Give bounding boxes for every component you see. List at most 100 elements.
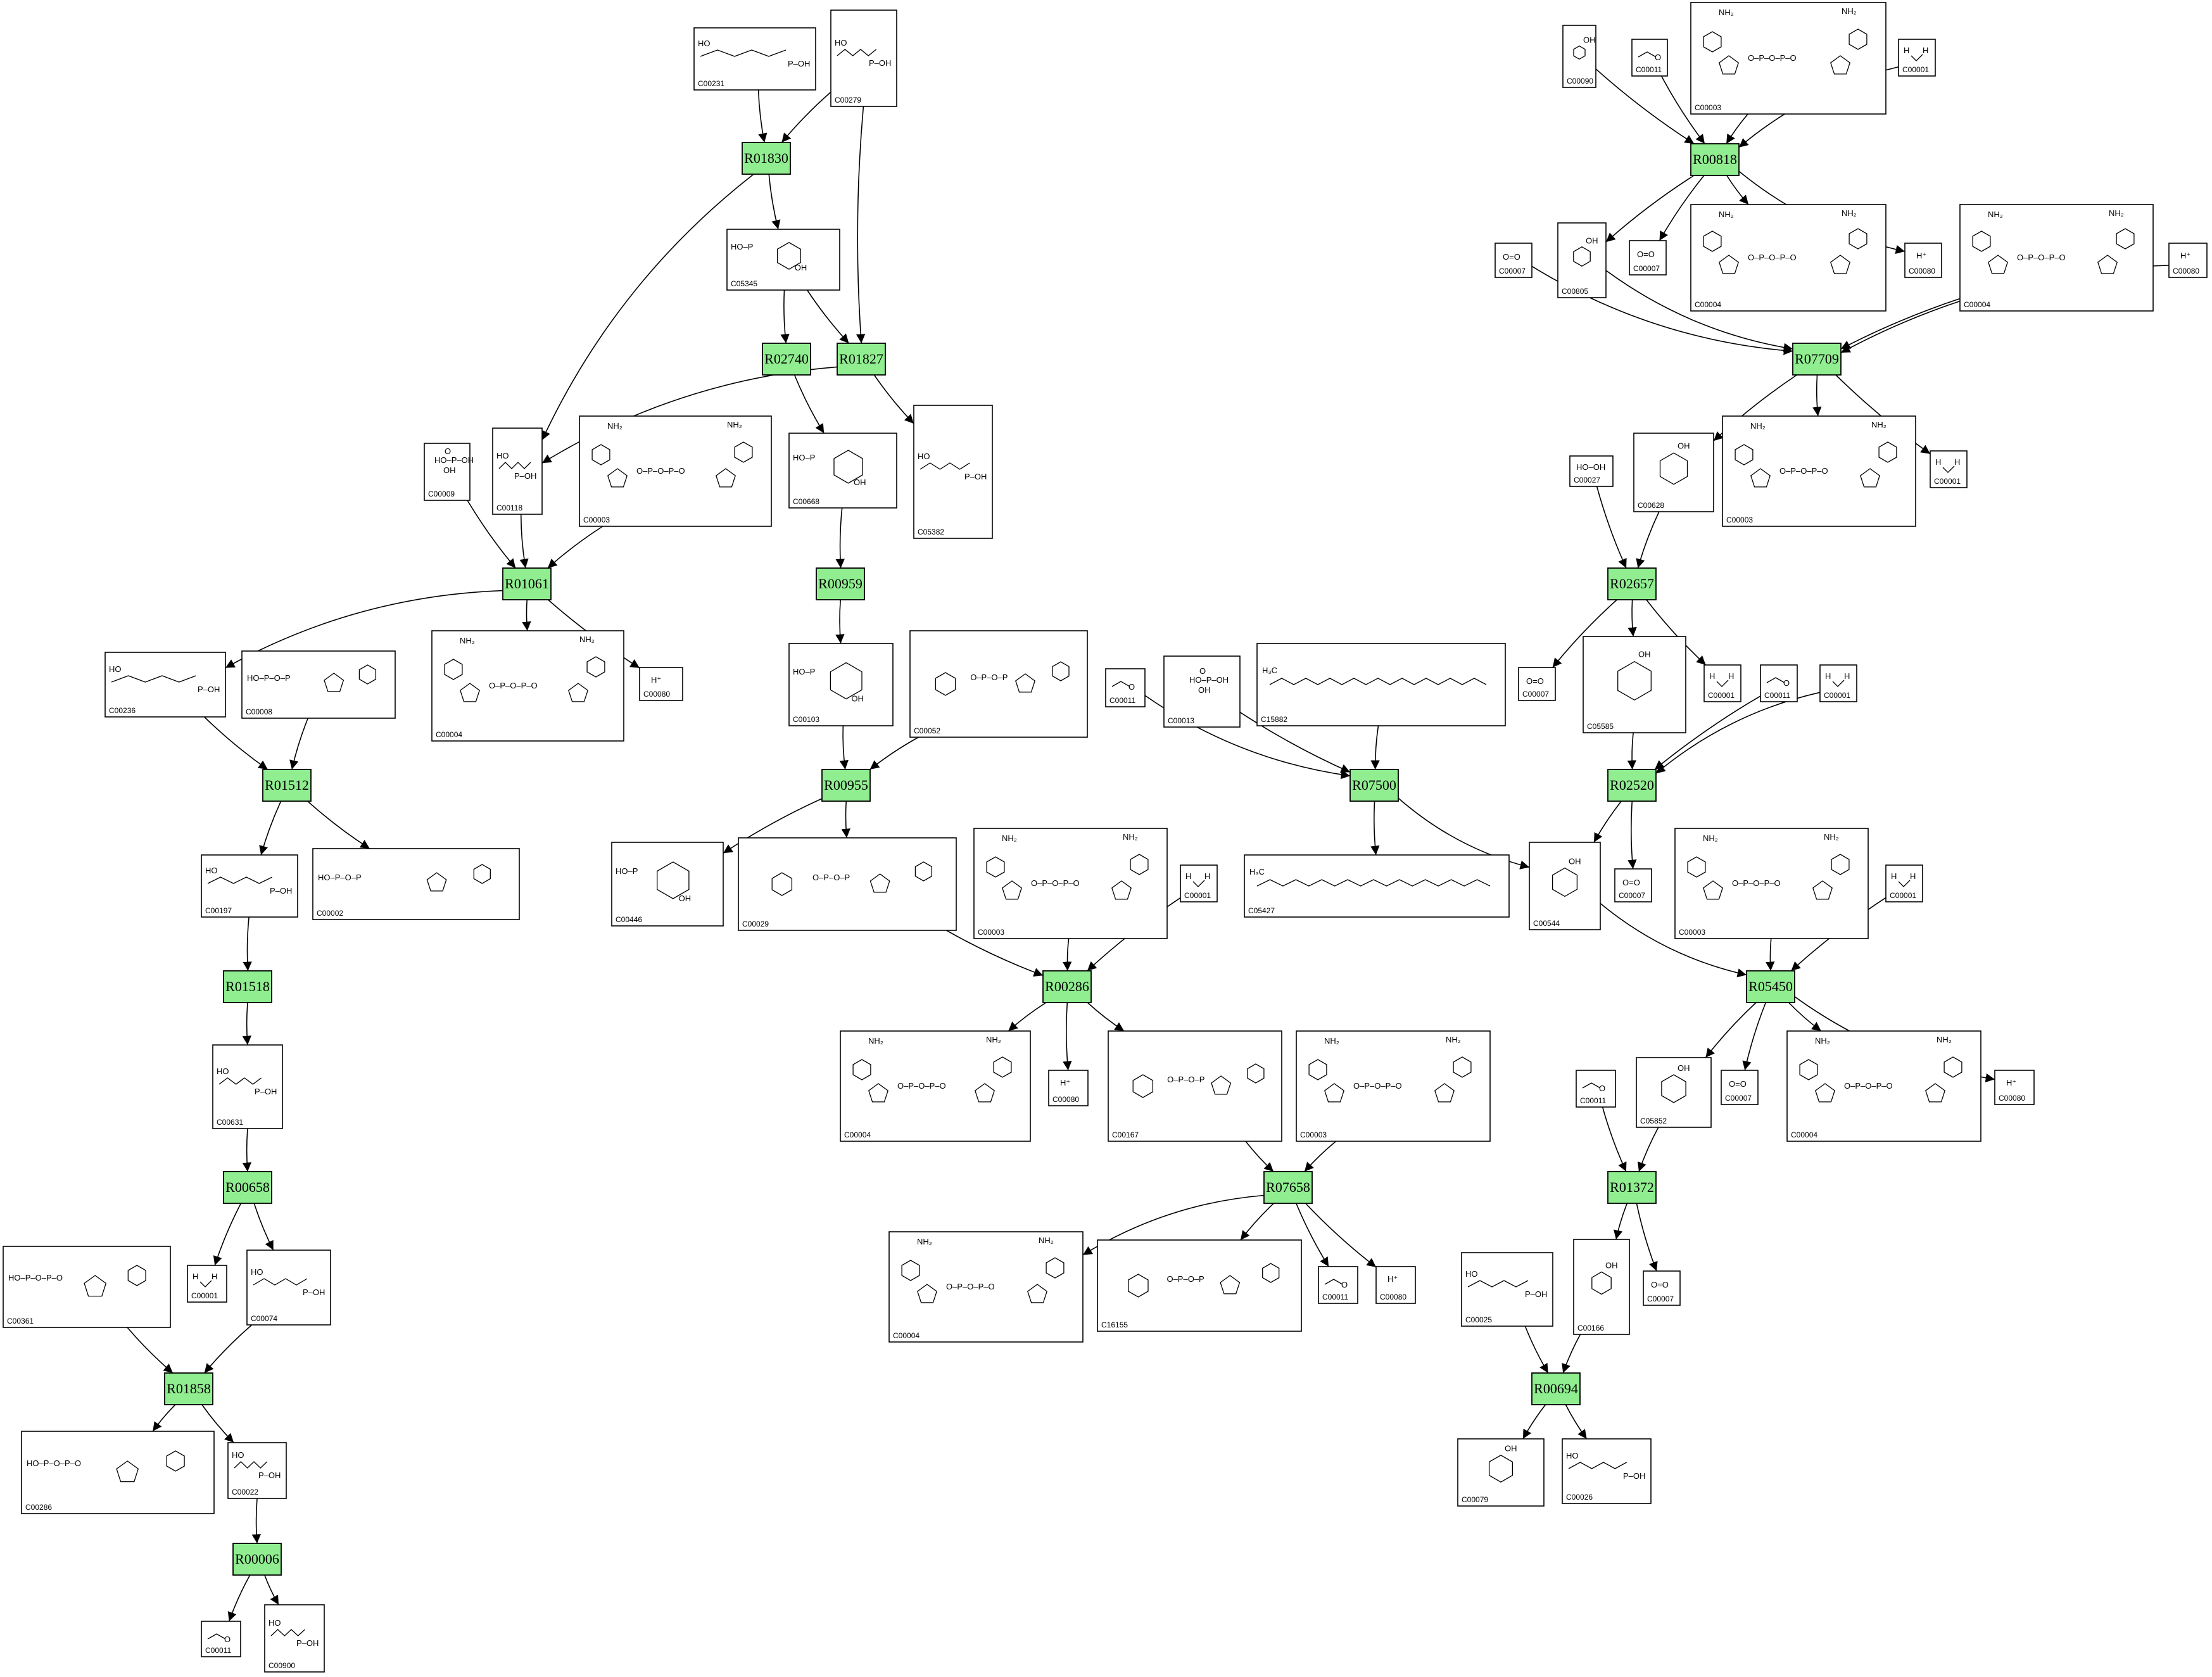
reaction-box[interactable] [164,1372,213,1405]
reaction-box[interactable] [262,769,312,802]
reaction-node-r02657[interactable]: R02657 [1607,567,1657,600]
reaction-node-r00955[interactable]: R00955 [821,769,871,802]
reaction-box[interactable] [821,769,871,802]
reaction-node-r00959[interactable]: R00959 [816,567,865,600]
reaction-node-r02740[interactable]: R02740 [762,343,811,376]
reaction-box[interactable] [1792,343,1842,376]
reaction-node-r05450[interactable]: R05450 [1746,970,1795,1003]
compound-node-c00080[interactable]: H⁺C00080 [1904,243,1942,278]
reaction-node-r07709[interactable]: R07709 [1792,343,1842,376]
reaction-box[interactable] [1690,143,1740,176]
reaction-box[interactable] [1607,769,1657,802]
compound-node-c00080[interactable]: H⁺C00080 [1994,1070,2035,1105]
reaction-node-r01518[interactable]: R01518 [223,970,272,1003]
compound-node-c00080[interactable]: H⁺C00080 [2168,243,2208,278]
reaction-box[interactable] [232,1543,282,1576]
reaction-box[interactable] [1349,769,1399,802]
reaction-box[interactable] [762,343,811,376]
reaction-node-r07500[interactable]: R07500 [1349,769,1399,802]
compound-node-c00080[interactable]: H⁺C00080 [639,667,683,701]
reaction-node-r00818[interactable]: R00818 [1690,143,1740,176]
reaction-box[interactable] [1607,567,1657,600]
reaction-box[interactable] [816,567,865,600]
reaction-box[interactable] [1746,970,1795,1003]
reaction-node-r07658[interactable]: R07658 [1263,1171,1313,1204]
compound-node-c00080[interactable]: H⁺C00080 [1048,1070,1089,1106]
reaction-node-r02520[interactable]: R02520 [1607,769,1657,802]
reaction-node-r01061[interactable]: R01061 [502,567,552,600]
reaction-box[interactable] [1531,1372,1581,1405]
reaction-node-r01858[interactable]: R01858 [164,1372,213,1405]
reaction-box[interactable] [223,970,272,1003]
reaction-node-r01512[interactable]: R01512 [262,769,312,802]
reaction-box[interactable] [1607,1171,1657,1204]
reaction-node-r00286[interactable]: R00286 [1042,970,1092,1003]
reaction-node-r01827[interactable]: R01827 [837,343,886,376]
reaction-box[interactable] [837,343,886,376]
reaction-box[interactable] [1042,970,1092,1003]
reaction-box[interactable] [1263,1171,1313,1204]
reaction-node-r00658[interactable]: R00658 [223,1171,272,1204]
